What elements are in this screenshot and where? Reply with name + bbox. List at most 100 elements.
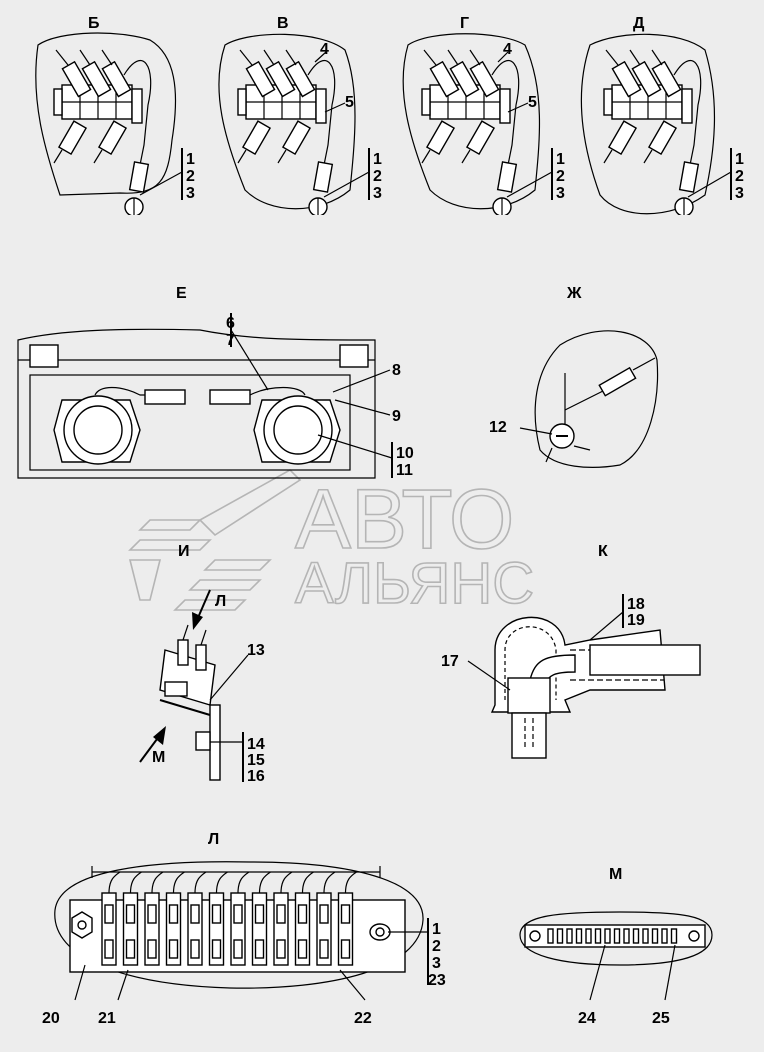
contact-slot [547, 928, 554, 944]
watermark: АВТО АЛЬЯНС [128, 469, 535, 617]
callout-22: 22 [354, 1010, 372, 1027]
view-m: М 24 25 [519, 866, 713, 1027]
arrow-label-m: М [152, 749, 165, 766]
callout-2: 2 [556, 168, 565, 185]
callout-10: 10 [396, 445, 414, 462]
fuse [230, 871, 250, 966]
fuse [273, 871, 293, 966]
connector-detail [54, 50, 151, 216]
callout-19: 19 [627, 612, 645, 629]
fuse [337, 871, 357, 966]
callout-1: 1 [735, 151, 744, 168]
lamp-right [253, 395, 341, 465]
arrow-m-icon [139, 726, 166, 763]
detail-outline [218, 33, 356, 210]
detail-outline [54, 861, 424, 989]
contact-slot [556, 928, 564, 944]
fuse [165, 871, 185, 966]
view-label-e: Е [176, 285, 187, 302]
callout-18: 18 [627, 596, 645, 613]
callout-20: 20 [42, 1010, 60, 1027]
callout-5: 5 [345, 94, 354, 111]
contact-slot [642, 928, 649, 944]
detail-outline [580, 33, 716, 215]
callout-4: 4 [503, 41, 512, 58]
callout-3: 3 [735, 185, 744, 202]
callout-3: 3 [556, 185, 565, 202]
view-label-i: И [178, 543, 190, 560]
view-e: Е 6 7 8 9 10 11 [17, 285, 414, 479]
view-v: В 4 5 1 2 3 [218, 15, 382, 216]
callout-17: 17 [441, 653, 459, 670]
contact-slot [604, 928, 611, 944]
fuses [101, 871, 357, 966]
view-label-zh: Ж [566, 285, 582, 302]
callout-7: 7 [226, 332, 235, 349]
detail-outline [35, 32, 177, 196]
lamp-left [53, 395, 141, 465]
callout-15: 15 [247, 752, 265, 769]
connector-detail [422, 50, 519, 216]
fuse [294, 871, 314, 966]
callout-13: 13 [247, 642, 265, 659]
view-label-l: Л [208, 831, 219, 848]
plug-cap [490, 616, 701, 759]
callout-4: 4 [320, 41, 329, 58]
connector-detail [238, 50, 335, 216]
detail-outline [402, 33, 541, 210]
view-i: И Л 13 М 14 15 16 [139, 543, 265, 785]
arrow-label-l: Л [215, 593, 226, 610]
watermark-line1: АВТО [295, 472, 514, 566]
connector-detail [604, 50, 701, 216]
fuse [251, 871, 271, 966]
view-g: Г 4 5 1 2 3 [402, 15, 565, 216]
fuse [101, 871, 121, 966]
callout-12: 12 [489, 419, 507, 436]
callout-3: 3 [373, 185, 382, 202]
view-label-d: Д [633, 15, 645, 32]
callout-3: 3 [432, 955, 441, 972]
callout-2: 2 [432, 938, 441, 955]
callout-3: 3 [186, 185, 195, 202]
arrow-l-icon [192, 589, 211, 630]
callout-1: 1 [432, 921, 441, 938]
contact-slot [632, 928, 640, 944]
callout-23: 23 [428, 972, 446, 989]
watermark-line2: АЛЬЯНС [295, 551, 534, 616]
view-k: К 18 19 17 [441, 543, 701, 759]
contact-slot [585, 928, 592, 944]
view-label-v: В [277, 15, 289, 32]
callout-1: 1 [373, 151, 382, 168]
contact-slot [594, 928, 602, 944]
callout-1: 1 [556, 151, 565, 168]
fuse [316, 871, 336, 966]
panel-outline [17, 328, 376, 479]
callout-11: 11 [396, 462, 413, 479]
fuse [122, 871, 142, 966]
callout-8: 8 [392, 362, 401, 379]
callout-24: 24 [578, 1010, 596, 1027]
callout-6: 6 [226, 315, 235, 332]
contact-slot [566, 928, 573, 944]
view-d: Д 1 2 3 [580, 15, 744, 216]
callout-2: 2 [735, 168, 744, 185]
contact-slot [651, 928, 659, 944]
callout-2: 2 [186, 168, 195, 185]
view-l: Л 20 21 22 1 2 3 23 [42, 831, 446, 1027]
callout-2: 2 [373, 168, 382, 185]
contact-slots [547, 928, 678, 944]
contact-slot [670, 928, 678, 944]
callout-1: 1 [186, 151, 195, 168]
detail-outline [534, 330, 659, 468]
detail-outline [519, 911, 713, 966]
callout-5: 5 [528, 94, 537, 111]
fuse [187, 871, 207, 966]
contact-slot [575, 928, 583, 944]
view-b: Б 1 2 3 [35, 15, 195, 216]
view-label-b: Б [88, 15, 100, 32]
callout-16: 16 [247, 768, 265, 785]
view-label-g: Г [460, 15, 469, 32]
callout-14: 14 [247, 736, 265, 753]
